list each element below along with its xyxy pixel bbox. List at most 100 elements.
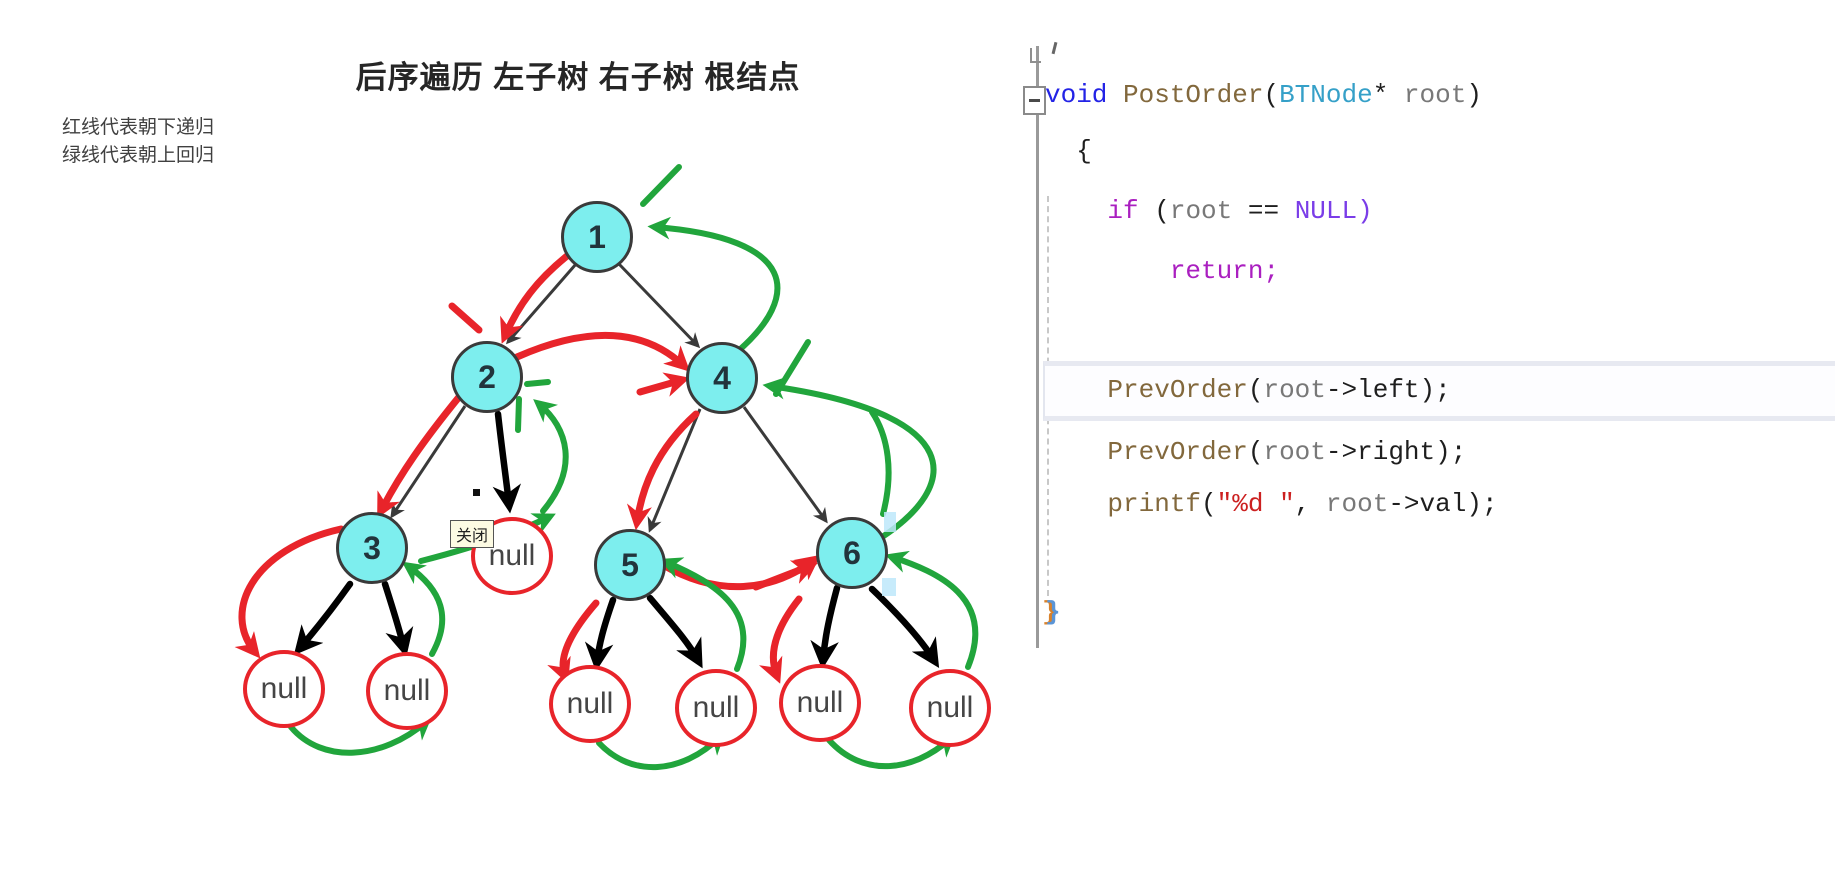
code-token: if <box>1107 196 1155 226</box>
red-5-6b <box>752 560 818 591</box>
code-token: ); <box>1419 375 1451 405</box>
code-line-prevorder-left[interactable]: PrevOrder(root->left); <box>1045 375 1451 405</box>
code-token: -> <box>1325 375 1358 405</box>
null-node-5R: null <box>675 669 757 747</box>
edge-2-3 <box>390 405 467 519</box>
edge-2-nullR <box>492 410 522 514</box>
tree-drawing <box>234 164 979 771</box>
return-arrows-green <box>288 164 979 771</box>
green-2-dash2 <box>515 396 522 433</box>
node-label: 3 <box>363 529 381 566</box>
current-line-highlight <box>1043 361 1835 421</box>
code-token: -> <box>1325 437 1358 467</box>
code-line-return[interactable]: return; <box>1045 256 1279 286</box>
code-token: ) <box>1466 80 1482 110</box>
previous-block-stub <box>1030 48 1041 63</box>
code-token: root <box>1263 437 1326 467</box>
code-token: PrevOrder <box>1107 437 1248 467</box>
code-token: val <box>1419 489 1467 519</box>
red-5-nullL <box>547 599 600 684</box>
code-token: -> <box>1388 489 1420 519</box>
selection-handle-bottom[interactable] <box>882 578 896 596</box>
diagram-title: 后序遍历 左子树 右子树 根结点 <box>355 60 801 95</box>
code-token: == <box>1232 196 1295 226</box>
code-token: ( <box>1154 196 1170 226</box>
code-token: "%d " <box>1216 489 1295 519</box>
legend-green-line: 绿线代表朝上回归 <box>62 145 215 166</box>
code-token <box>1045 196 1107 226</box>
green-2-dash1 <box>524 379 551 387</box>
green-null6-pair <box>826 733 956 770</box>
green-6-4 <box>762 376 937 542</box>
red-1-2 <box>500 248 576 344</box>
green-6-up <box>869 409 892 517</box>
code-line-printf[interactable]: printf("%d ", root->val); <box>1045 489 1498 519</box>
tree-node-3: 3 <box>336 512 408 584</box>
edge-4-5 <box>647 408 702 533</box>
code-token <box>1045 489 1107 519</box>
null-node-6L: null <box>779 664 861 742</box>
recursion-arrows-red <box>234 248 821 684</box>
edge-5-nullL <box>584 596 617 672</box>
code-token: root <box>1263 375 1326 405</box>
red-2-3 <box>377 393 463 519</box>
edge-6-nullL <box>810 584 841 670</box>
red-2-4b <box>636 372 691 397</box>
green-null3-pair <box>288 717 432 756</box>
tree-node-6: 6 <box>816 517 888 589</box>
node-label: 2 <box>478 358 496 395</box>
code-token: ( <box>1247 375 1264 405</box>
null-label: null <box>796 686 844 719</box>
null-label: null <box>566 687 614 720</box>
code-token: ( <box>1247 437 1264 467</box>
code-token: void <box>1045 80 1124 110</box>
code-token <box>1045 375 1107 405</box>
tree-node-2: 2 <box>451 341 523 413</box>
code-token: * <box>1372 80 1404 110</box>
code-token <box>1045 437 1107 467</box>
code-token: NULL <box>1294 196 1358 226</box>
null-edges <box>293 410 940 672</box>
red-6-nullL <box>758 595 803 684</box>
red-4-5 <box>626 410 700 531</box>
edge-4-6 <box>742 406 828 524</box>
code-line-signature[interactable]: void PostOrder(BTNode* root) <box>1045 80 1482 110</box>
close-tooltip: 关闭 <box>450 520 495 548</box>
code-line-close-brace[interactable]: } <box>1045 597 1061 627</box>
green-null5R-5 <box>659 557 747 672</box>
green-4-1 <box>647 216 781 355</box>
tree-node-4: 4 <box>686 342 758 414</box>
code-token: ( <box>1263 80 1280 110</box>
node-label: 1 <box>588 218 606 255</box>
null-node-3L: null <box>243 650 325 728</box>
code-line-open-brace[interactable]: { <box>1045 136 1092 166</box>
null-label: null <box>260 672 308 705</box>
minus-icon <box>1029 99 1040 102</box>
code-token: left <box>1357 375 1420 405</box>
green-top-tick <box>640 164 682 207</box>
code-token: ); <box>1435 437 1467 467</box>
code-token: right <box>1357 437 1436 467</box>
code-fold-toggle[interactable] <box>1023 86 1046 115</box>
edge-6-nullR <box>868 585 940 669</box>
code-line-if[interactable]: if (root == NULL) <box>1045 196 1372 226</box>
null-label: null <box>926 691 974 724</box>
code-token <box>1045 256 1170 286</box>
selection-handle-top[interactable] <box>884 512 896 532</box>
green-nullB-2 <box>533 399 569 514</box>
code-token: ); <box>1466 489 1498 519</box>
null-label: null <box>488 539 536 572</box>
edge-3-nullL <box>293 580 354 656</box>
code-token: root <box>1403 80 1467 110</box>
legend-red-line: 红线代表朝下递归 <box>62 117 215 138</box>
code-line-prevorder-right[interactable]: PrevOrder(root->right); <box>1045 437 1466 467</box>
null-label: null <box>383 674 431 707</box>
green-6-4b <box>773 339 811 397</box>
node-label: 5 <box>621 546 639 583</box>
null-node-5L: null <box>549 665 631 743</box>
code-token: ( <box>1201 489 1217 519</box>
edge-3-nullR <box>381 580 414 658</box>
previous-block-tick <box>1051 41 1057 55</box>
editor-left-border <box>1036 46 1039 648</box>
null-node-3R: null <box>366 652 448 730</box>
